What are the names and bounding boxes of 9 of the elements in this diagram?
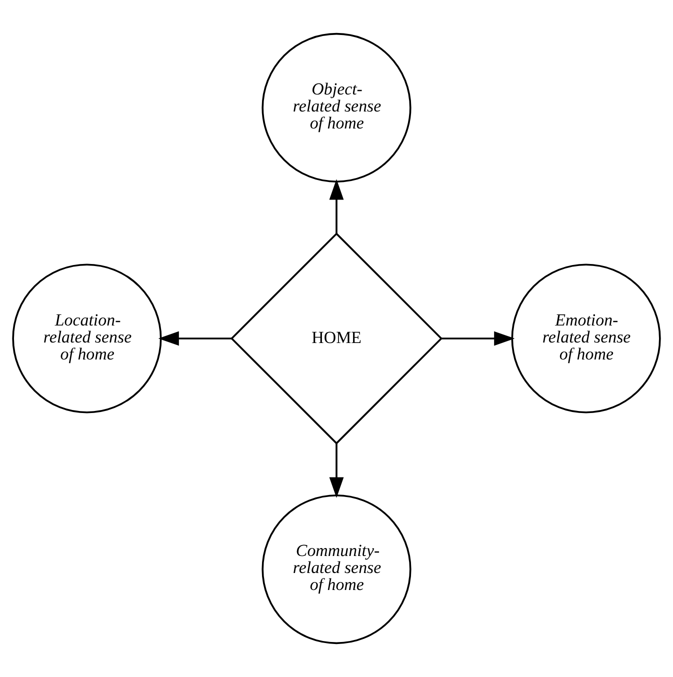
node-circle: Community-related sense of home <box>262 494 412 644</box>
node-circle: Object-related sense of home <box>262 32 412 183</box>
node-diamond: HOME <box>230 232 443 445</box>
arrow <box>441 331 515 346</box>
node-circle: Emotion-related sense of home <box>511 264 661 414</box>
node-circle: Location-related sense of home <box>12 264 162 414</box>
arrow <box>329 444 344 498</box>
arrow <box>158 331 232 346</box>
arrow <box>329 179 344 234</box>
